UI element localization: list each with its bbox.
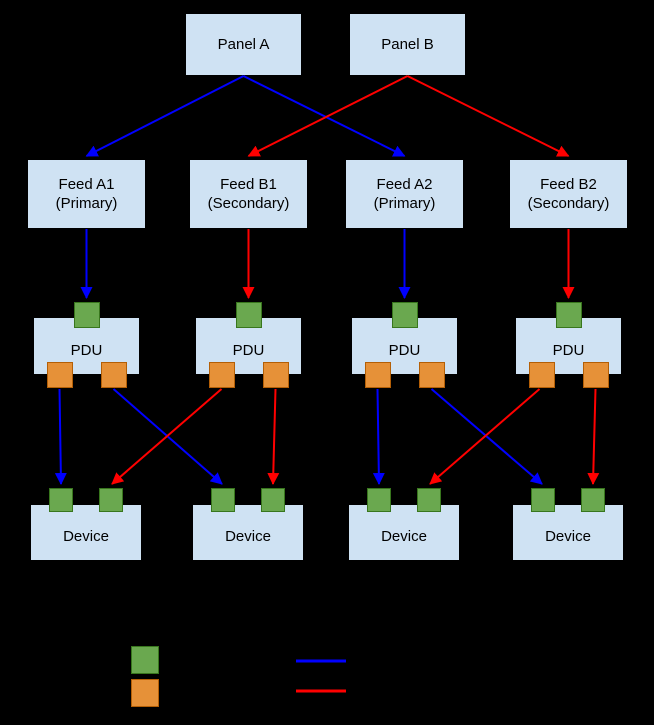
panel-a-box: Panel A [186,14,301,75]
pdu-3-input-port [391,302,418,328]
feed-a1-sublabel: (Primary) [55,195,118,212]
feed-b1-sublabel: (Secondary) [207,195,290,212]
feed-b2-sublabel: (Secondary) [527,195,610,212]
device-4-label: Device [545,527,591,545]
panel-a-label: Panel A [217,35,270,53]
pdu-1-output-port-left [46,362,73,388]
edge-panel-b-feed-b2 [407,75,570,157]
feed-b1-box: Feed B1 (Secondary) [190,160,307,228]
pdu-4-label: PDU [552,342,585,360]
pdu-2-output-port-right [262,362,289,388]
edge-pdu-3-device-3 [372,388,385,485]
panel-b-box: Panel B [350,14,465,75]
pdu-3-label: PDU [388,342,421,360]
device-2-input-port-right [261,488,285,512]
pdu-2-output-port-left [208,362,235,388]
feed-a2-sublabel: (Primary) [373,195,436,212]
pdu-2-label: PDU [232,342,265,360]
edge-pdu-2-device-2 [267,388,280,485]
device-4-box: Device [513,505,623,560]
device-1-input-port-left [49,488,73,512]
pdu-1-output-port-right [100,362,127,388]
device-1-label: Device [63,527,109,545]
panel-b-label: Panel B [381,35,434,53]
feed-b2-box: Feed B2 (Secondary) [510,160,627,228]
edge-pdu-1-device-2 [112,388,223,485]
feed-a2-label: Feed A2 [376,175,433,193]
feed-a1-label: Feed A1 [58,175,115,193]
device-3-input-port-left [367,488,391,512]
device-2-box: Device [193,505,303,560]
pdu-3-output-port-right [418,362,445,388]
edge-panel-a-feed-a2 [243,75,406,157]
legend-input-port-swatch [131,646,159,674]
feed-a2-box: Feed A2 (Primary) [346,160,463,228]
pdu-2-input-port [235,302,262,328]
feed-b1-label: Feed B1 [220,175,277,193]
edge-pdu-4-device-3 [429,388,541,485]
pdu-1-input-port [73,302,100,328]
device-2-label: Device [225,527,271,545]
device-1-box: Device [31,505,141,560]
device-4-input-port-left [531,488,555,512]
edge-pdu-1-device-1 [54,388,67,485]
edge-panel-b-feed-b1 [247,75,408,157]
pdu-4-input-port [555,302,582,328]
edge-pdu-3-device-4 [430,388,543,485]
edge-pdu-2-device-1 [111,388,223,485]
device-1-input-port-right [99,488,123,512]
legend-output-port-swatch [131,679,159,707]
device-2-input-port-left [211,488,235,512]
feed-a1-box: Feed A1 (Primary) [28,160,145,228]
device-4-input-port-right [581,488,605,512]
pdu-4-output-port-right [582,362,609,388]
edge-panel-a-feed-a1 [85,75,244,157]
device-3-box: Device [349,505,459,560]
device-3-input-port-right [417,488,441,512]
pdu-3-output-port-left [364,362,391,388]
feed-b2-label: Feed B2 [540,175,597,193]
pdu-1-label: PDU [70,342,103,360]
edge-pdu-4-device-4 [587,388,600,485]
pdu-4-output-port-left [528,362,555,388]
device-3-label: Device [381,527,427,545]
